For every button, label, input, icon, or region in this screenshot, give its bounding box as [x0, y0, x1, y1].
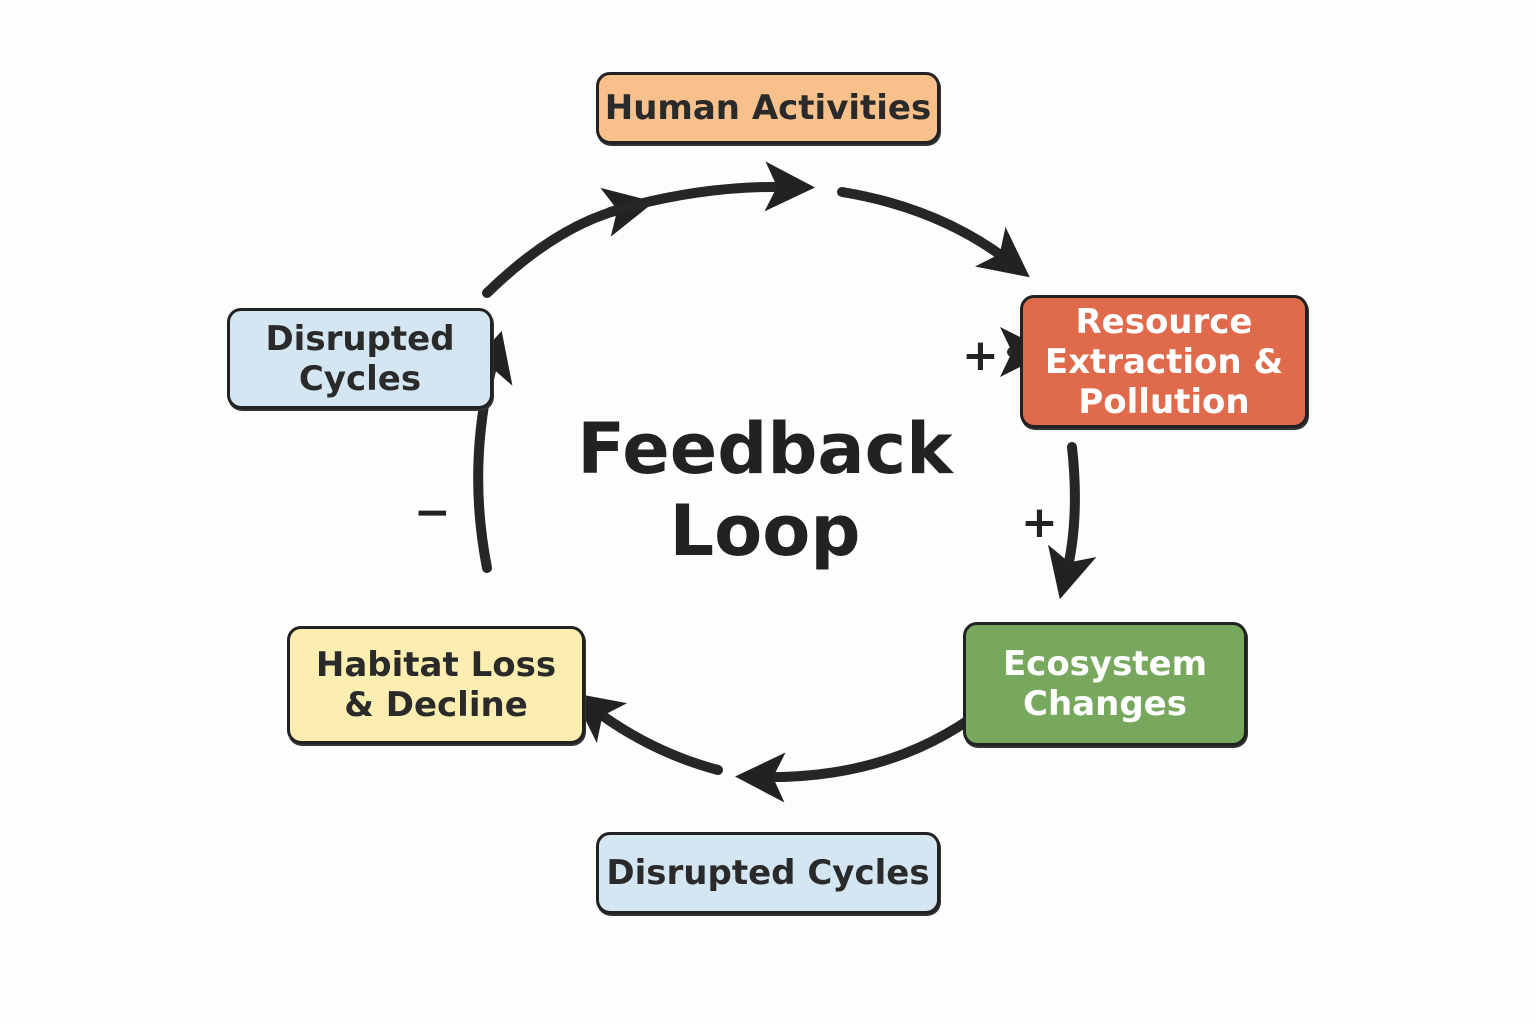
arrow-left-to-human: [482, 187, 655, 298]
arrow-bottom-to-habitat: [572, 692, 723, 775]
plus-sign-ecosystem: +: [1021, 497, 1058, 548]
node-disrupted-cycles-bottom: Disrupted Cycles: [596, 832, 940, 914]
node-resource-extraction: Resource Extraction & Pollution: [1020, 295, 1308, 428]
node-human-activities: Human Activities: [596, 72, 940, 144]
plus-sign-resource: +: [962, 330, 999, 381]
node-disrupted-cycles-left: Disrupted Cycles: [227, 308, 493, 409]
node-ecosystem-changes: Ecosystem Changes: [963, 622, 1247, 746]
node-habitat-loss: Habitat Loss & Decline: [287, 626, 585, 744]
arrow-left-to-human-2: [605, 161, 815, 217]
arrow-human-to-resource: [837, 187, 1030, 278]
arrow-ecosystem-to-bottom: [735, 695, 1000, 803]
arrow-resource-to-ecosystem: [1047, 442, 1097, 600]
center-title: Feedback Loop: [577, 408, 953, 572]
minus-sign-left: −: [414, 487, 451, 538]
